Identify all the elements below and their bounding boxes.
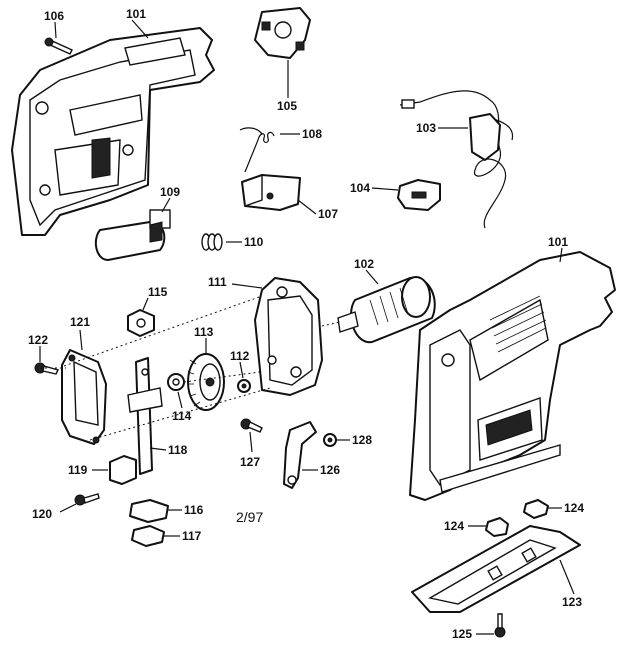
housing-left-part	[11, 27, 215, 236]
spring-108-part	[239, 127, 275, 173]
label-105: 105	[277, 99, 297, 113]
label-114: 114	[172, 409, 192, 423]
label-110: 110	[244, 235, 264, 249]
nut-115-part	[127, 309, 155, 337]
wire-harness-103-part	[399, 90, 514, 229]
label-121: 121	[70, 315, 90, 329]
screw-125-part	[494, 613, 506, 638]
nut-128-part	[323, 433, 337, 447]
screw-106-part	[44, 37, 73, 55]
label-124-left: 124	[444, 519, 464, 533]
base-plate-123-part	[411, 525, 581, 613]
cover-plate-121-part	[61, 349, 107, 445]
clamp-117-part	[131, 525, 165, 547]
washer-112-part	[237, 379, 251, 393]
label-107: 107	[318, 207, 338, 221]
motor-102-part	[337, 276, 436, 344]
brush-block-107-part	[241, 174, 301, 211]
label-102: 102	[354, 257, 374, 271]
label-117: 117	[182, 529, 202, 543]
label-122: 122	[28, 333, 48, 347]
spring-110-part	[201, 233, 223, 251]
clamp-116-part	[129, 499, 169, 523]
label-103: 103	[416, 121, 436, 135]
gear-housing-111-part	[254, 277, 323, 396]
label-113: 113	[194, 325, 214, 339]
label-118: 118	[168, 443, 188, 457]
screw-127-part	[240, 418, 263, 433]
label-104: 104	[350, 181, 370, 195]
label-120: 120	[32, 507, 52, 521]
plunger-118-part	[127, 357, 163, 475]
label-116: 116	[184, 503, 204, 517]
jigsaw-assembly-part	[409, 251, 616, 501]
bushing-114-part	[167, 373, 185, 391]
label-115: 115	[148, 285, 168, 299]
lever-126-part	[283, 421, 317, 489]
label-126: 126	[320, 463, 340, 477]
label-124-right: 124	[564, 501, 584, 515]
screw-120-part	[74, 493, 100, 506]
pad-124-left-part	[485, 517, 509, 537]
label-101-top: 101	[126, 7, 146, 21]
pad-124-right-part	[523, 499, 549, 519]
label-109: 109	[160, 185, 180, 199]
block-119-part	[109, 455, 137, 485]
label-106: 106	[44, 9, 64, 23]
label-125: 125	[452, 627, 472, 641]
knob-109-part	[94, 209, 171, 261]
assembly-lines	[40, 295, 341, 441]
label-119: 119	[68, 463, 88, 477]
label-111: 111	[208, 275, 227, 289]
label-112: 112	[230, 349, 250, 363]
label-108: 108	[302, 127, 322, 141]
date-code: 2/97	[236, 509, 263, 525]
label-127: 127	[240, 455, 260, 469]
label-123: 123	[562, 595, 582, 609]
brush-holder-105-part	[254, 7, 311, 59]
gear-113-part	[187, 353, 225, 411]
label-128: 128	[352, 433, 372, 447]
label-101-right: 101	[548, 235, 568, 249]
switch-104-part	[397, 179, 441, 211]
